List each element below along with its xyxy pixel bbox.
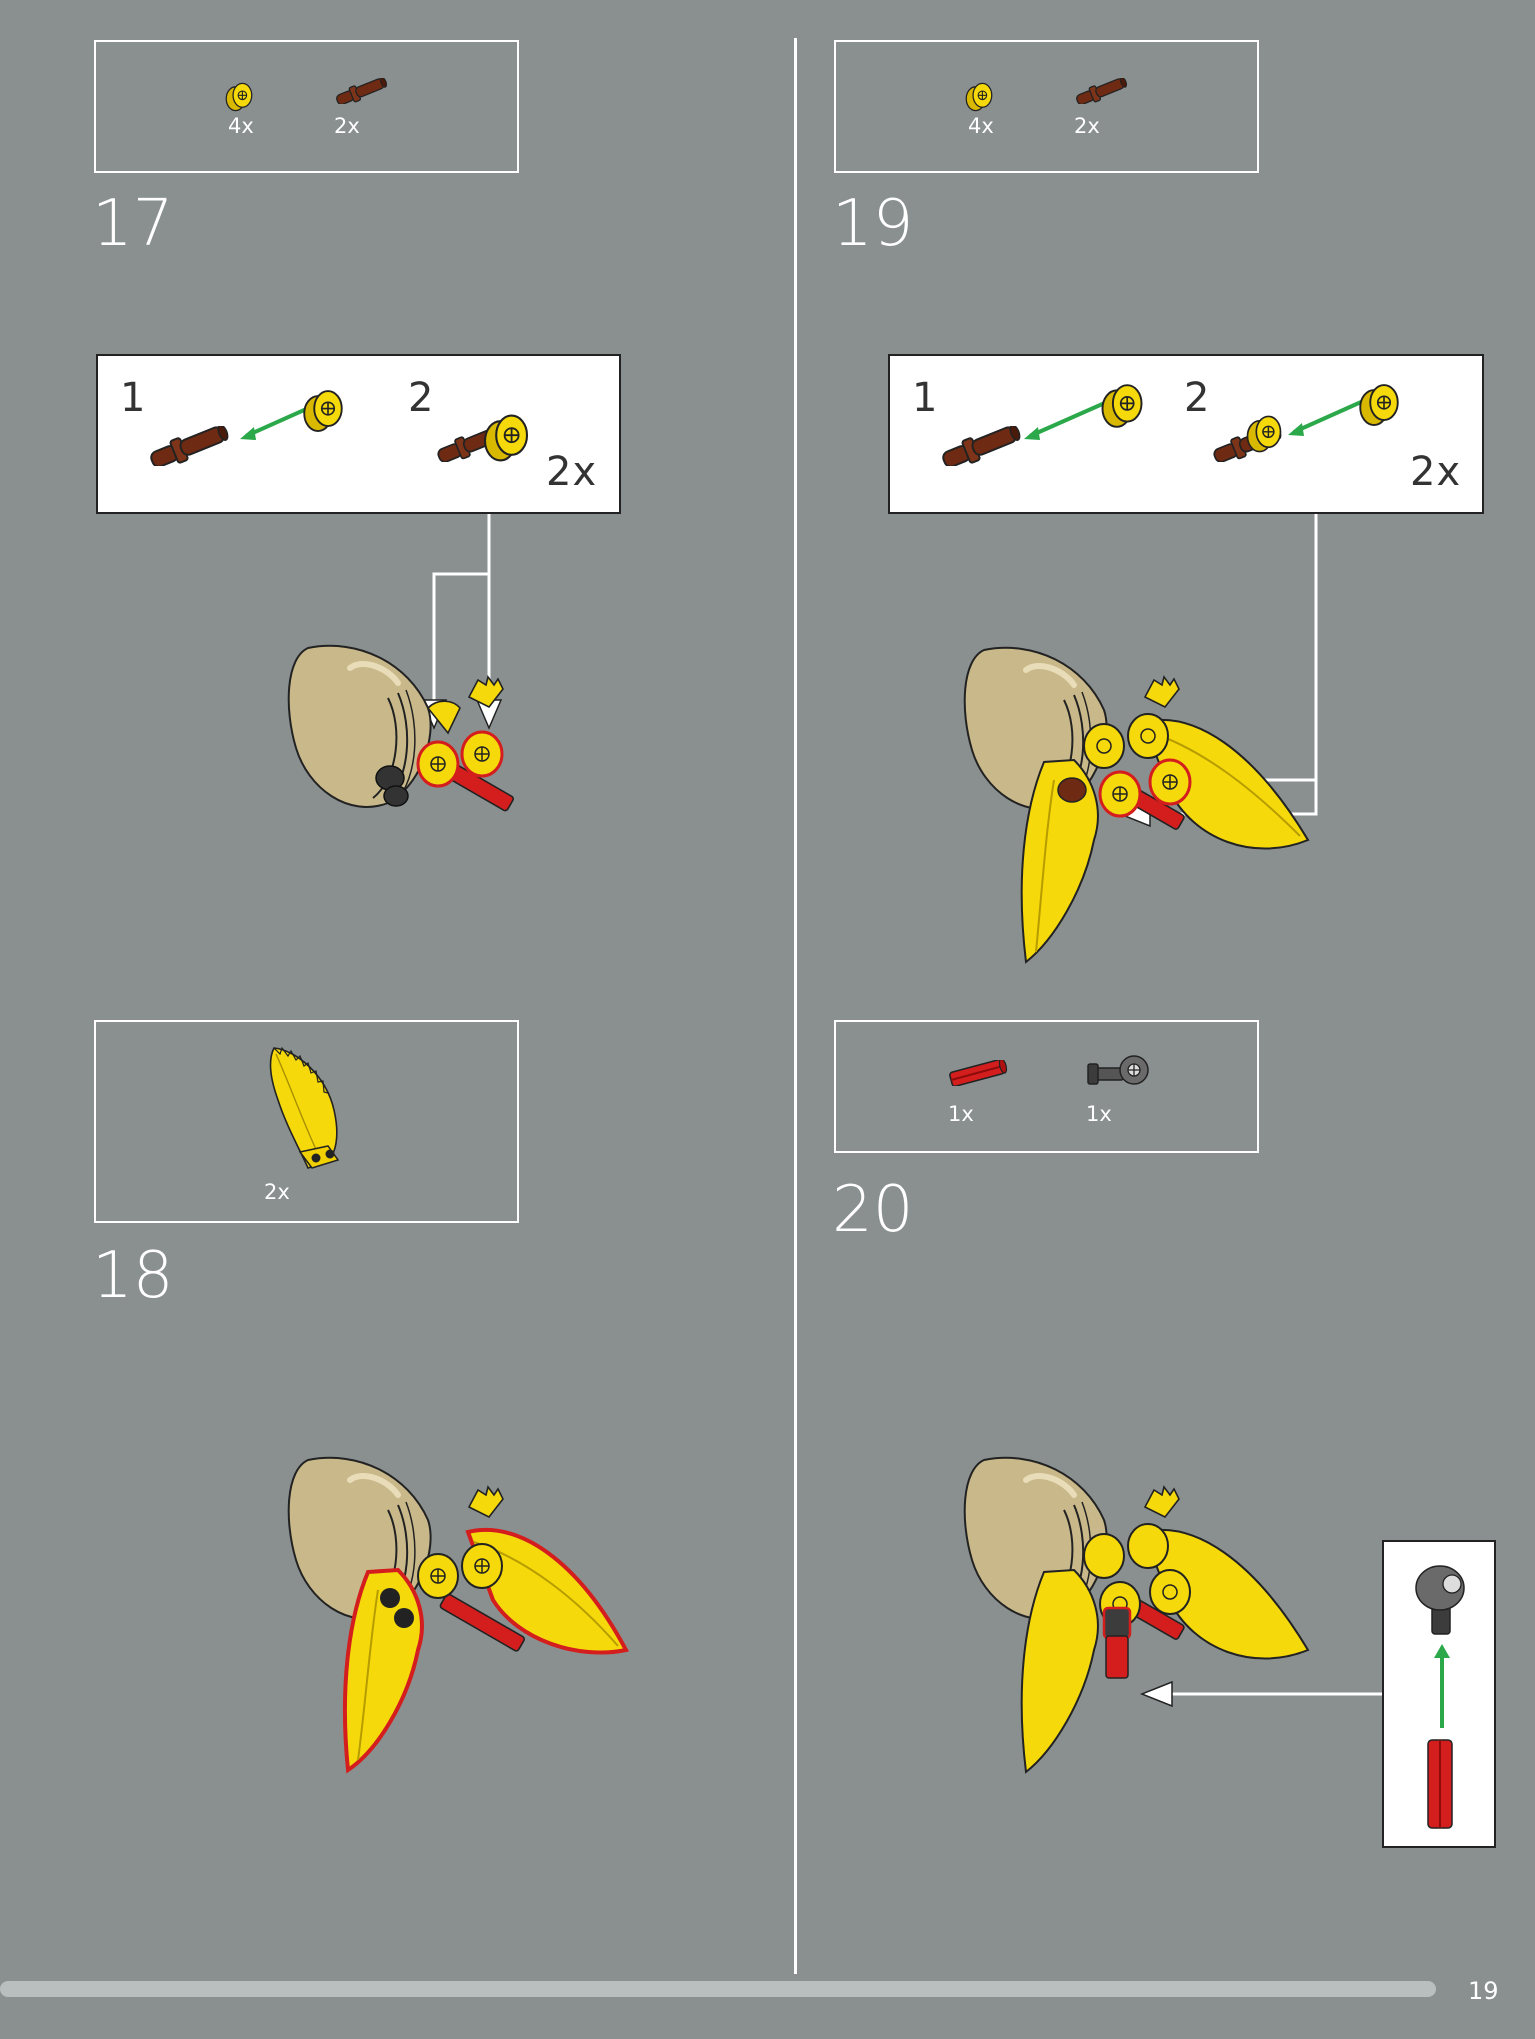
grey-connector-icon	[1415, 1565, 1465, 1635]
substep-number: 1	[912, 375, 938, 421]
step-number: 18	[92, 1239, 174, 1313]
insert-arrow-green	[1024, 396, 1117, 440]
step-18-parts-box: 2x	[94, 1020, 519, 1223]
insert-arrow-green	[1434, 1644, 1450, 1728]
step-number: 19	[832, 187, 914, 261]
step-17-model-illustration	[278, 638, 515, 812]
step-19-model-illustration	[954, 640, 1310, 964]
substep-number: 1	[120, 375, 146, 421]
step-number: 17	[92, 187, 174, 261]
step-number: 20	[832, 1173, 914, 1247]
parts-qty: 2x	[1074, 114, 1100, 138]
parts-qty: 2x	[264, 1180, 290, 1204]
subassembly-multiplier: 2x	[1410, 449, 1462, 495]
page-number: 19	[1468, 1977, 1499, 2005]
step-19-subassembly-callout: 1 2 2x	[888, 354, 1484, 514]
step-20-parts-box: 1x 1x	[834, 1020, 1259, 1153]
parts-qty: 4x	[228, 114, 254, 138]
step-20-model-illustration	[954, 1450, 1310, 1774]
highlighted-axle-connector	[1102, 1606, 1132, 1679]
step-18-model-illustration	[278, 1450, 630, 1774]
column-divider	[794, 38, 797, 1974]
parts-qty: 4x	[968, 114, 994, 138]
page-progress-bar	[0, 1981, 1436, 1997]
substep-number: 2	[1184, 375, 1210, 421]
parts-qty: 1x	[1086, 1102, 1112, 1126]
insert-arrow-green	[1288, 396, 1371, 436]
step-17-subassembly-callout: 1 2 2x	[96, 354, 621, 514]
step-17-parts-box: 4x 2x	[94, 40, 519, 173]
parts-qty: 2x	[334, 114, 360, 138]
step-19-parts-box: 4x 2x	[834, 40, 1259, 173]
substep-number: 2	[408, 375, 434, 421]
subassembly-multiplier: 2x	[546, 449, 598, 495]
red-axle-icon	[1427, 1739, 1453, 1829]
step-20-subassembly-callout	[1382, 1540, 1496, 1848]
parts-qty: 1x	[948, 1102, 974, 1126]
